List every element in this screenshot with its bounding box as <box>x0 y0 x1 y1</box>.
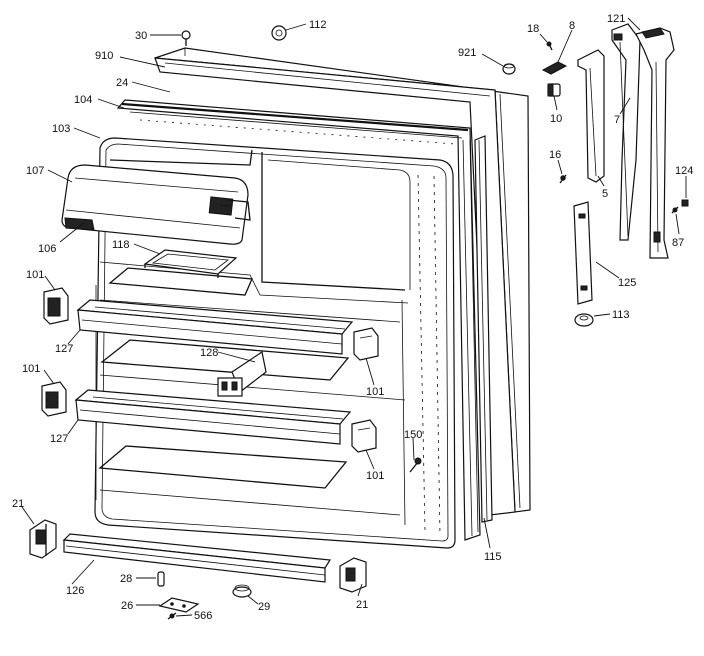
label-21-a: 21 <box>12 498 24 510</box>
label-101-b: 101 <box>22 363 40 375</box>
grommet-113 <box>574 313 594 327</box>
hinge-left <box>29 519 57 559</box>
label-21-b: 21 <box>356 599 368 611</box>
cap-10 <box>547 83 561 97</box>
strip-125 <box>573 201 593 305</box>
label-150: 150 <box>404 429 422 441</box>
label-10: 10 <box>550 113 562 125</box>
bin-retainer <box>217 351 267 397</box>
hinge-right <box>339 557 367 593</box>
plate-26 <box>158 597 200 613</box>
shelf-bar-upper <box>76 299 354 355</box>
label-127-b: 127 <box>50 433 68 445</box>
side-strip <box>474 135 493 523</box>
part-labels: 30 112 910 24 104 103 107 106 118 101 12… <box>12 13 693 622</box>
bottom-trim <box>62 533 332 583</box>
screw-30 <box>181 30 191 46</box>
label-101-d: 101 <box>366 470 384 482</box>
label-24: 24 <box>116 77 128 89</box>
label-28: 28 <box>120 573 132 585</box>
label-921: 921 <box>458 47 476 59</box>
label-101-c: 101 <box>366 386 384 398</box>
label-124: 124 <box>675 165 693 177</box>
label-118: 118 <box>112 239 130 251</box>
plug-112 <box>271 25 287 41</box>
screw-124 <box>681 199 689 207</box>
label-566: 566 <box>194 610 212 622</box>
label-107: 107 <box>26 165 44 177</box>
screw-18 <box>546 41 553 51</box>
label-29: 29 <box>258 601 270 613</box>
end-cap-left-lower <box>41 381 67 417</box>
end-cap-right-upper <box>353 327 379 361</box>
leader-lines <box>21 17 687 617</box>
clip-8 <box>541 61 568 75</box>
label-126: 126 <box>66 585 84 597</box>
label-8: 8 <box>569 20 575 32</box>
bumper-29 <box>232 584 252 598</box>
shelf-bar-lower <box>74 389 352 445</box>
end-cap-left-upper <box>43 287 69 325</box>
door-gasket <box>116 99 481 541</box>
label-113: 113 <box>612 309 630 321</box>
pin-28 <box>157 571 165 587</box>
label-18: 18 <box>527 23 539 35</box>
label-104: 104 <box>74 94 92 106</box>
screw-16 <box>559 174 567 184</box>
label-121: 121 <box>607 13 625 25</box>
label-30: 30 <box>135 30 147 42</box>
screw-87 <box>671 206 679 214</box>
label-910: 910 <box>95 50 113 62</box>
end-cap-right-lower <box>351 419 377 453</box>
bracket-5 <box>577 49 605 183</box>
dairy-hinge <box>64 217 95 231</box>
hinge-bar-121 <box>635 27 675 259</box>
label-125: 125 <box>618 277 636 289</box>
label-115: 115 <box>484 551 502 563</box>
plug-921 <box>502 63 516 75</box>
label-26: 26 <box>121 600 133 612</box>
label-127-a: 127 <box>55 343 73 355</box>
label-87: 87 <box>672 237 684 249</box>
screw-150 <box>409 457 422 473</box>
tray <box>143 249 238 278</box>
label-16: 16 <box>549 149 561 161</box>
label-112: 112 <box>309 19 327 31</box>
screw-566 <box>167 612 177 620</box>
label-5: 5 <box>602 188 608 200</box>
label-101-a: 101 <box>26 269 44 281</box>
label-106: 106 <box>38 243 56 255</box>
label-7: 7 <box>614 114 620 126</box>
dairy-door <box>61 164 251 245</box>
brace-7 <box>611 23 641 241</box>
label-128: 128 <box>200 347 218 359</box>
label-103: 103 <box>52 123 70 135</box>
